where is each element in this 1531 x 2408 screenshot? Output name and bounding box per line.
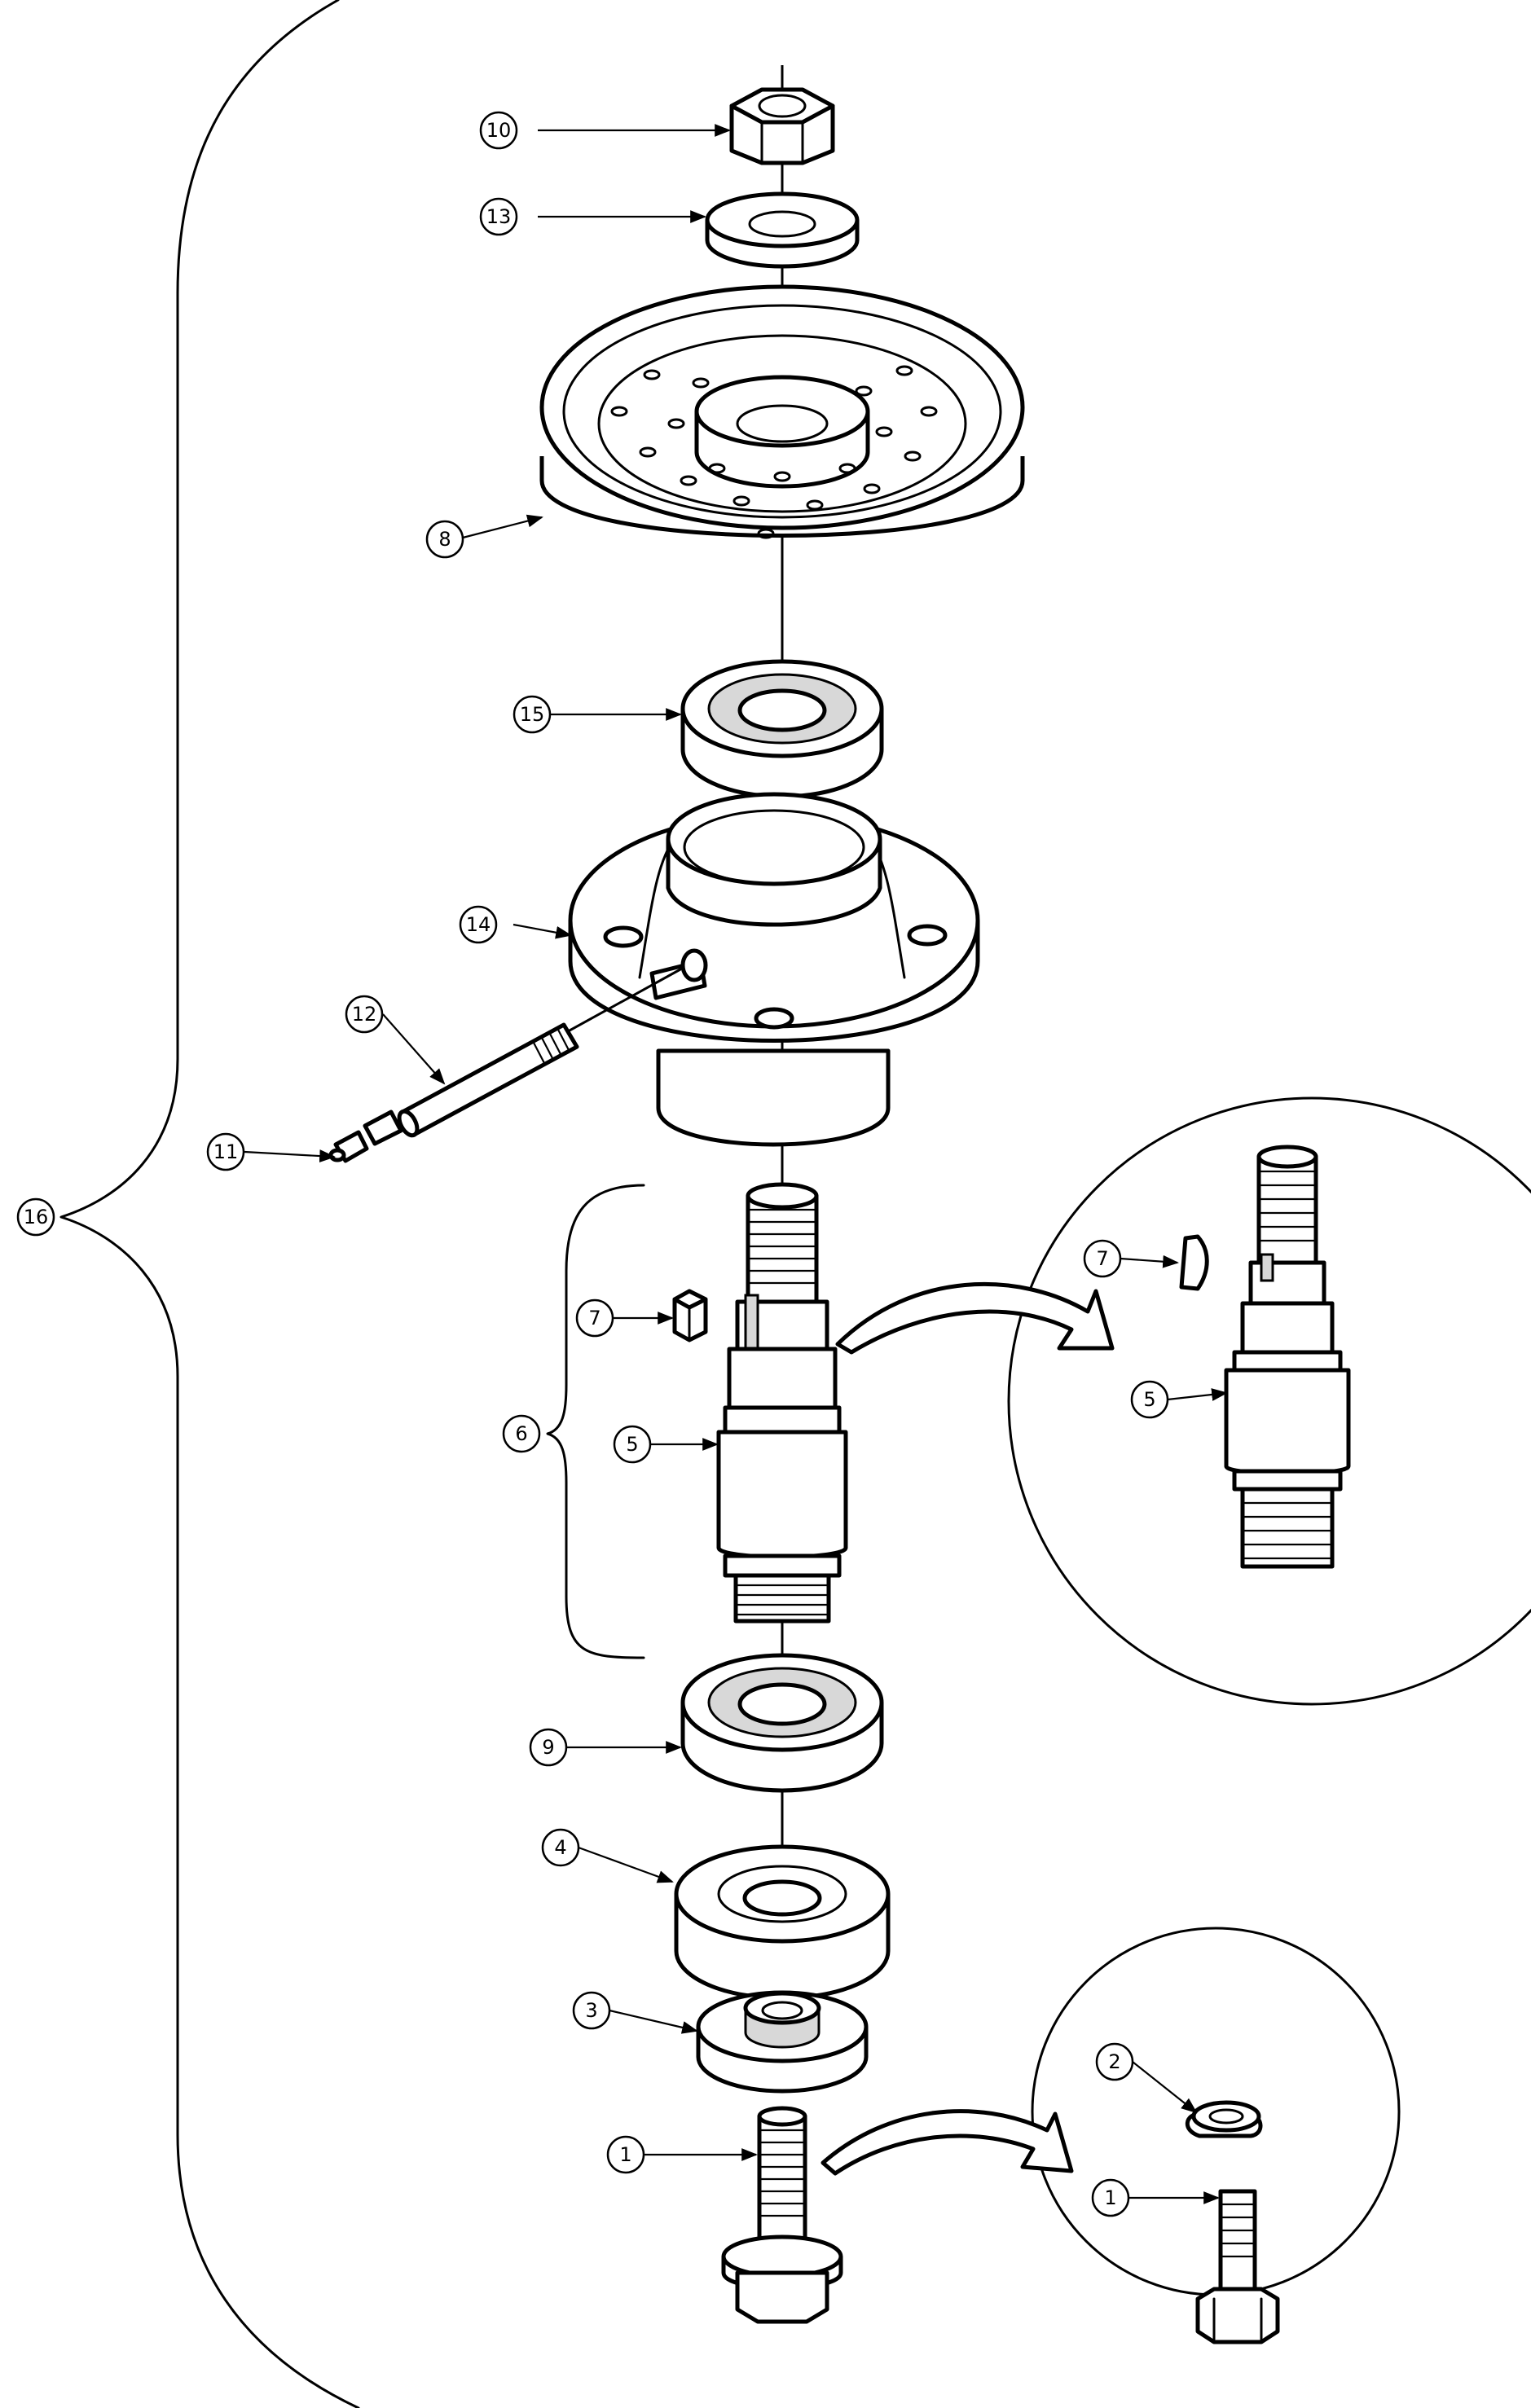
- callout-15: 15: [513, 695, 552, 734]
- svg-text:1: 1: [1104, 2186, 1116, 2209]
- svg-text:8: 8: [438, 528, 451, 551]
- svg-text:1: 1: [619, 2143, 631, 2166]
- svg-text:5: 5: [626, 1433, 638, 1456]
- bolt-detail-arrow: [820, 2109, 1074, 2176]
- svg-text:9: 9: [542, 1736, 554, 1759]
- callout-10: 10: [479, 111, 518, 150]
- callout-8: 8: [425, 520, 464, 559]
- shaft-key: [672, 1289, 708, 1342]
- flat-washer: [705, 191, 860, 269]
- callout-16: 16: [16, 1197, 55, 1237]
- flange-bolt: [721, 2106, 843, 2324]
- svg-text:2: 2: [1108, 2050, 1120, 2073]
- svg-text:11: 11: [213, 1140, 239, 1163]
- bolt-detail-view: [1031, 1927, 1401, 2344]
- callout-11: 11: [206, 1132, 245, 1171]
- callout-4: 4: [541, 1828, 580, 1867]
- upper-bearing: [680, 659, 884, 799]
- shaft-subassembly-brace: [546, 1184, 645, 1659]
- svg-text:5: 5: [1143, 1388, 1155, 1411]
- callout-9: 9: [529, 1728, 568, 1767]
- callout-7: 7: [575, 1298, 614, 1338]
- shaft-detail-view: [1007, 1096, 1531, 1706]
- svg-text:14: 14: [466, 913, 491, 936]
- callout-2: 2: [1095, 2042, 1134, 2081]
- svg-text:4: 4: [554, 1836, 566, 1859]
- callout-12: 12: [345, 995, 384, 1034]
- grease-tube: [397, 968, 682, 1138]
- lower-bearing: [680, 1653, 884, 1793]
- svg-text:12: 12: [352, 1003, 377, 1026]
- grease-fitting: [328, 1110, 403, 1163]
- callout-14: 14: [459, 905, 498, 944]
- svg-text:16: 16: [24, 1206, 49, 1228]
- svg-text:6: 6: [515, 1422, 527, 1445]
- spindle-shaft: [716, 1182, 848, 1624]
- callout-7-detail: 7: [1083, 1239, 1122, 1278]
- callout-5-detail: 5: [1130, 1380, 1169, 1419]
- pulley-holes: [610, 365, 938, 539]
- callout-leaders: [244, 124, 1228, 2204]
- pulley: [539, 284, 1025, 539]
- callout-3: 3: [572, 1991, 611, 2030]
- svg-text:7: 7: [588, 1307, 601, 1329]
- callout-1-detail: 1: [1091, 2178, 1130, 2217]
- callout-1: 1: [606, 2135, 645, 2174]
- shaft-detail-arrow: [835, 1281, 1115, 1355]
- bearing-spacer: [674, 1844, 891, 2001]
- svg-text:7: 7: [1096, 1247, 1108, 1270]
- callout-5: 5: [613, 1425, 652, 1464]
- hex-nut: [729, 87, 835, 165]
- callout-6: 6: [502, 1414, 541, 1453]
- assembly-brace: [59, 0, 360, 2408]
- svg-text:15: 15: [520, 703, 545, 726]
- callout-13: 13: [479, 197, 518, 236]
- svg-text:13: 13: [486, 205, 512, 228]
- spindle-bushing: [696, 1990, 869, 2094]
- svg-text:3: 3: [585, 1999, 597, 2022]
- spindle-housing: [568, 792, 980, 1147]
- svg-text:10: 10: [486, 119, 512, 142]
